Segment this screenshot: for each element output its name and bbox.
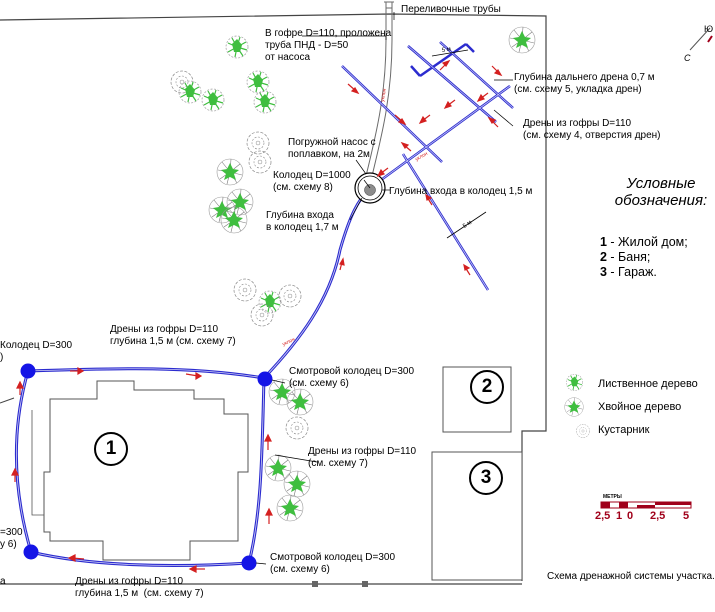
dimension-label: 5 м [441, 47, 451, 54]
label-far-drain-depth: Глубина дальнего дрена 0,7 м (см. схему … [514, 72, 655, 95]
leader-lines [255, 12, 514, 565]
label-inlet-15: Глубина входа в колодец 1,5 м [389, 186, 533, 197]
house-wall-detail [31, 410, 44, 516]
label-inlet-17: Глубина входа в колодец 1,7 м [266, 210, 339, 233]
label-well-sw: =300 у 6) [0, 527, 23, 550]
label-inspection-se: Смотровой колодец D=300 (см. схему 6) [270, 552, 396, 575]
label-overflow-pipes: Переливочные трубы [401, 4, 501, 15]
garage-number: 3 [469, 461, 503, 495]
scale-tick: 5 [683, 510, 690, 522]
scale-unit: МЕТРЫ [603, 494, 622, 500]
legend-item-number: 2 [600, 250, 607, 264]
legend-item-number: 3 [600, 265, 607, 279]
legend-item-garage: 3 - Гараж. [600, 265, 657, 280]
label-drains-east: Дрены из гофры D=110 (см. схему 7) [308, 446, 417, 469]
compass-south: С [684, 53, 691, 63]
legend-item-house: 1 - Жилой дом; [600, 235, 688, 250]
slope-label: уклон [281, 337, 296, 348]
legend-title: Условные обозначения: [614, 175, 708, 209]
flow-arrows [11, 59, 503, 573]
legend-item-label: - Баня; [606, 250, 651, 264]
inspection-well-ne [257, 371, 273, 387]
bathhouse-number: 2 [470, 370, 504, 404]
dimension-5m [431, 49, 487, 239]
label-corrugation-pipe: В гофре D=110, проложена труба ПНД - D=5… [265, 28, 392, 63]
legend-item-bathhouse: 2 - Баня; [600, 250, 650, 265]
inspection-well-se [241, 555, 257, 571]
slope-label: уклон [380, 88, 388, 102]
slope-label: уклон [414, 151, 429, 163]
label-drains-north: Дрены из гофры D=110 глубина 1,5 м (см. … [110, 324, 236, 347]
house-number: 1 [94, 432, 128, 466]
conifer-tree-icon [564, 397, 584, 417]
deciduous-tree-icon [565, 373, 584, 392]
label-corrugated-drains-top: Дрены из гофры D=110 (см. схему 4, отвер… [523, 118, 661, 141]
scale-tick: 2,5 [595, 510, 611, 522]
scale-tick: 0 [627, 510, 634, 522]
scale-tick: 1 [616, 510, 623, 522]
scale-bar [600, 501, 692, 509]
label-well-1000: Колодец D=1000 (см. схему 8) [273, 170, 351, 193]
legend-shrub-label: Кустарник [598, 424, 650, 436]
herringbone-drain-cores [341, 41, 514, 291]
label-well-nw: Колодец D=300 ) [0, 340, 73, 363]
boundary-marker [312, 581, 318, 587]
inspection-well-sw [23, 544, 39, 560]
compass: Ю С [684, 24, 713, 63]
inspection-well-nw [20, 363, 36, 379]
legend-deciduous-label: Лиственное дерево [598, 378, 698, 390]
house-outline [43, 380, 249, 561]
shrub-icon [576, 424, 590, 438]
diagram-caption: Схема дренажной системы участка. [547, 571, 715, 582]
legend-item-label: - Жилой дом; [606, 235, 688, 249]
scale-tick: 2,5 [650, 510, 666, 522]
legend-conifer-label: Хвойное дерево [598, 401, 682, 413]
dimension-label: 5 м [462, 220, 473, 230]
boundary-marker [362, 581, 368, 587]
legend-item-number: 1 [600, 235, 607, 249]
legend-item-label: - Гараж. [606, 265, 657, 279]
label-drains-south: Дрены из гофры D=110 глубина 1,5 м (см. … [75, 576, 204, 599]
label-sw-fragment: а [0, 576, 6, 587]
label-inspection-ne: Смотровой колодец D=300 (см. схему 6) [289, 366, 415, 389]
herringbone-drains [341, 41, 514, 291]
compass-north: Ю [704, 24, 713, 34]
label-pump: Погружной насос с поплавком, на 2м [288, 137, 376, 160]
